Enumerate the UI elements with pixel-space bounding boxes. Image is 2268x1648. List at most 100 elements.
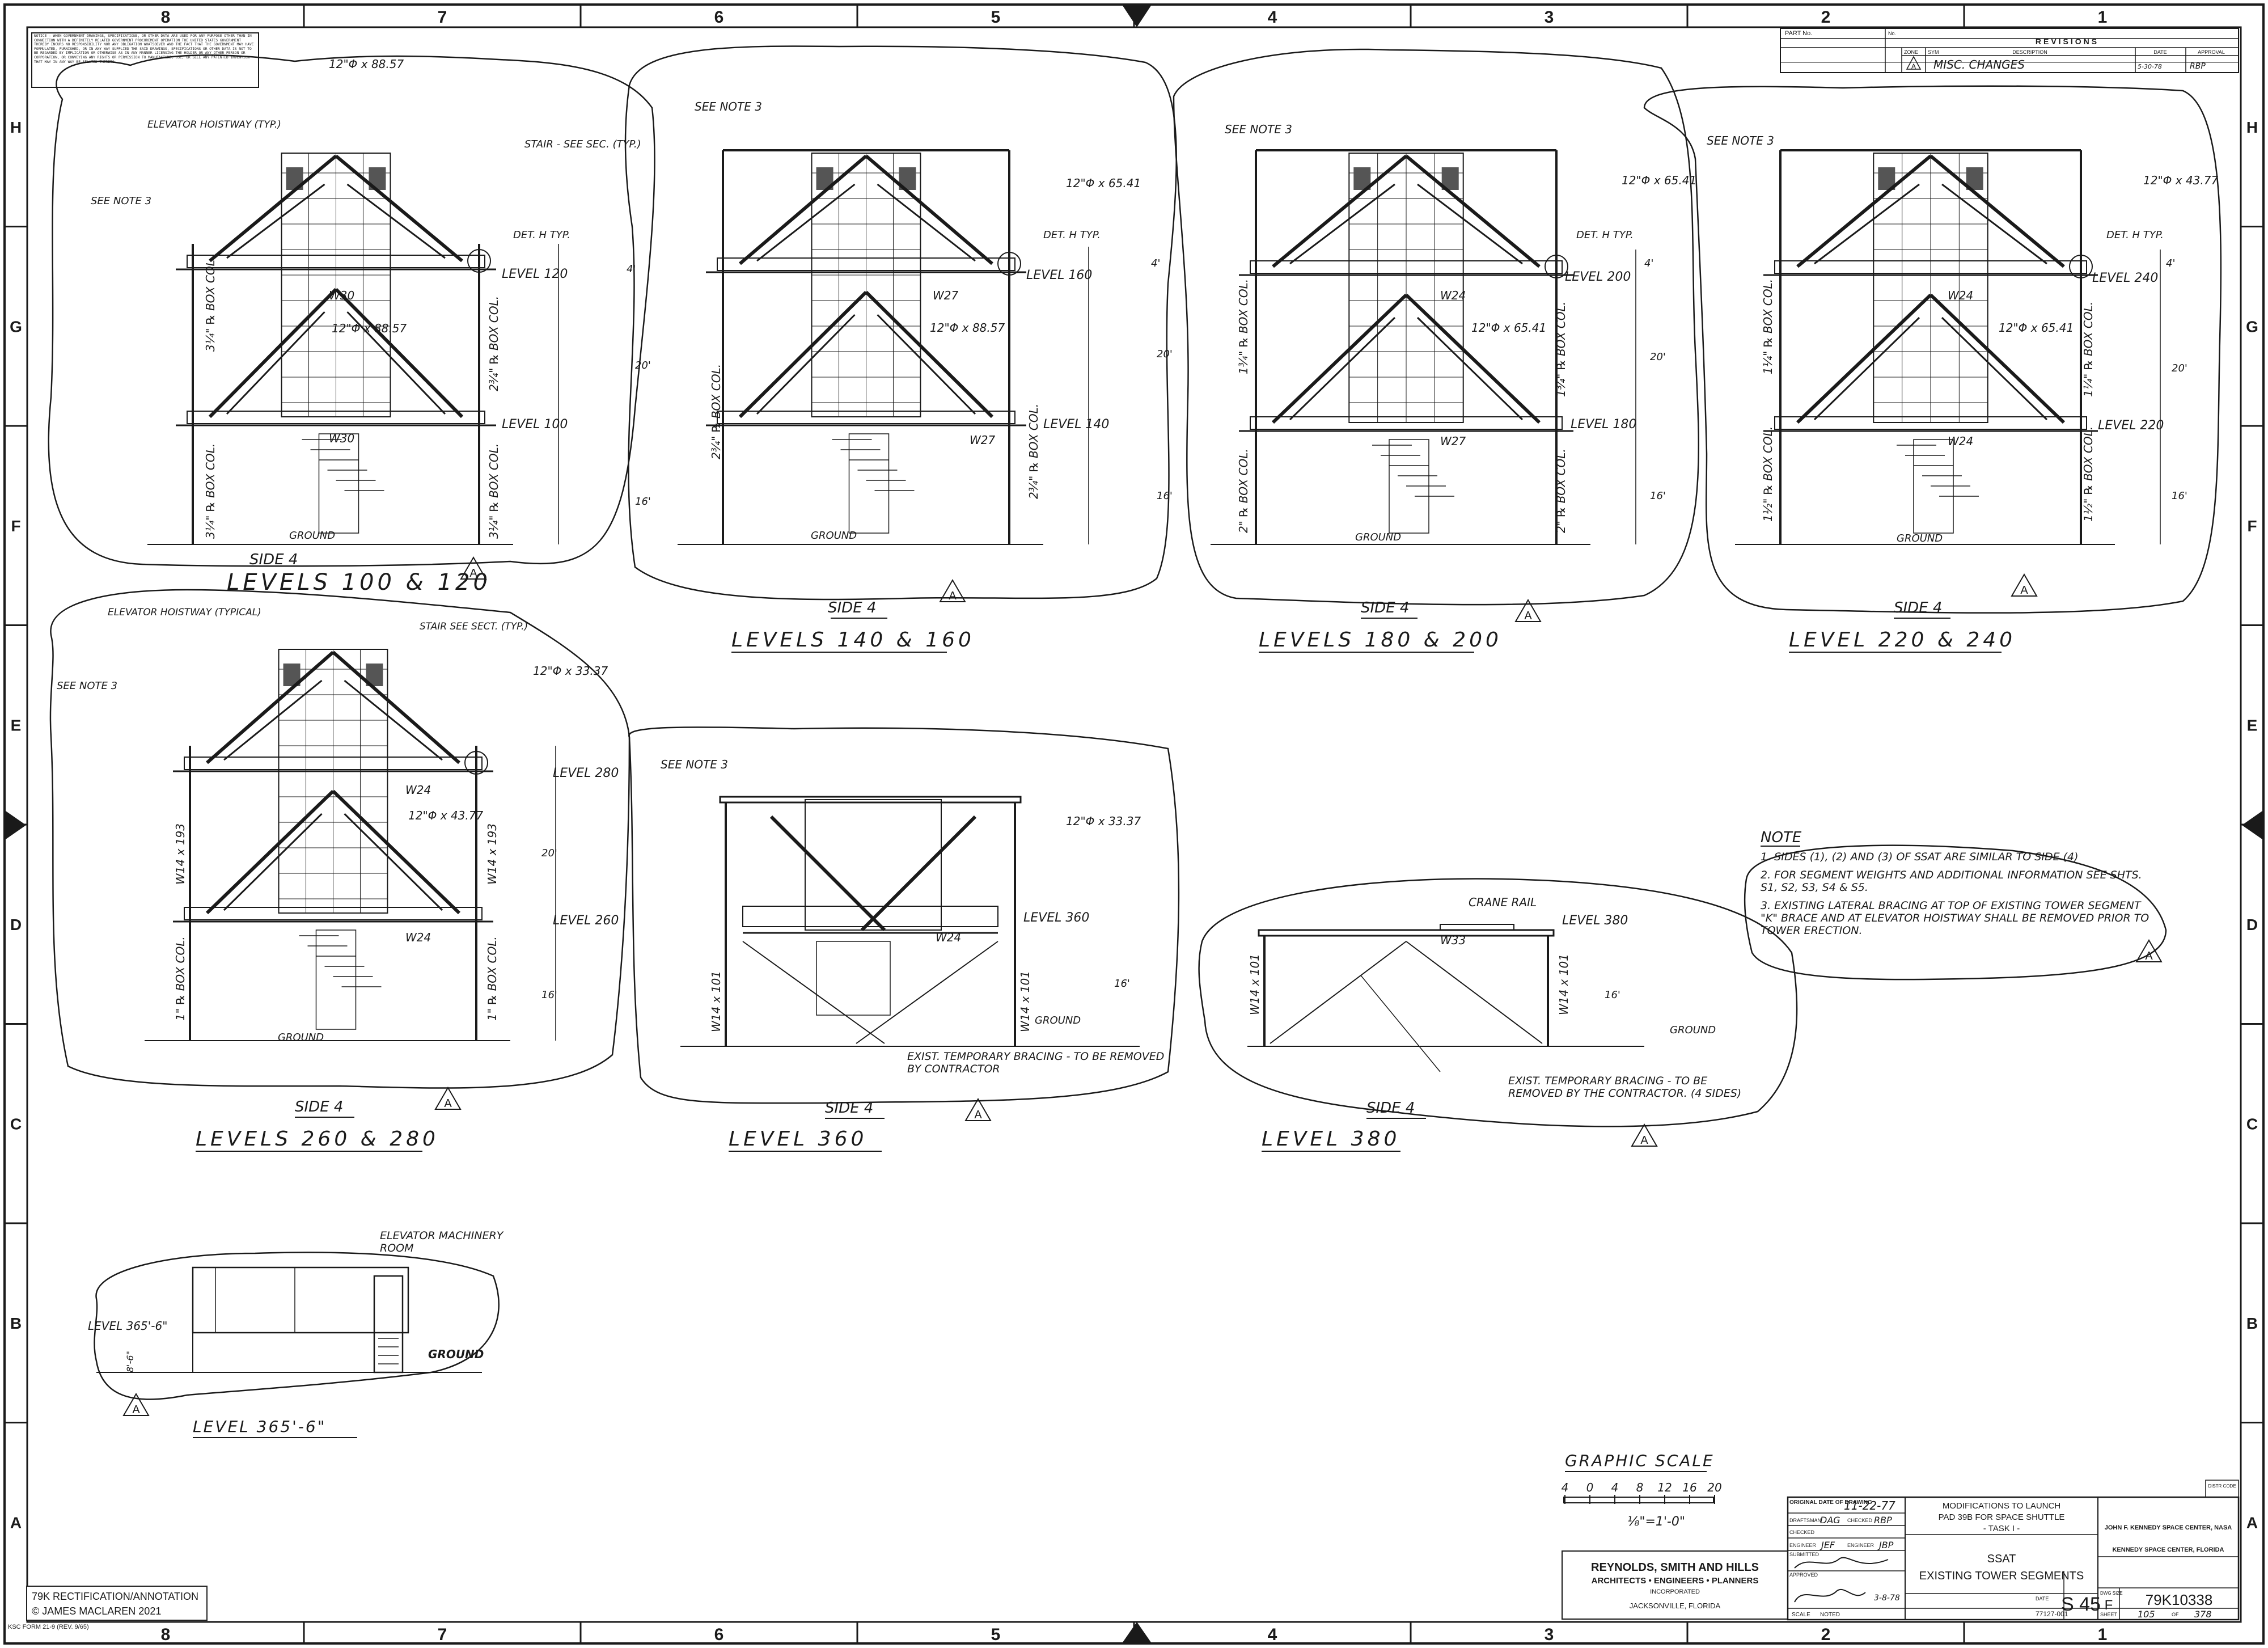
view-levels-140-160	[678, 149, 1089, 545]
v2-see-note: SEE NOTE 3	[695, 100, 762, 113]
rev-row-date: 5-30-78	[2138, 63, 2162, 70]
form-number: KSC FORM 21-9 (REV. 9/65)	[8, 1624, 89, 1630]
scale-tick-label: 4	[1562, 1481, 1569, 1494]
v1-brace-bottom: 12"Φ x 88.57	[332, 322, 407, 335]
v4-level-240: LEVEL 240	[2092, 271, 2158, 285]
crane-rail-shape	[1440, 924, 1514, 931]
frame-line	[1289, 316, 1396, 421]
v8-ground: GROUND	[428, 1347, 484, 1361]
frame-line	[332, 789, 461, 915]
rev-triangle-icon	[2135, 939, 2163, 962]
frame-line	[756, 183, 856, 262]
drawing-number: 79K10338	[2146, 1591, 2213, 1608]
v3-col-3: 1¾" ℞ BOX COL.	[1554, 302, 1568, 397]
frame-line	[1272, 154, 1407, 268]
frame-line	[344, 679, 443, 761]
cloud-levels-220-240	[1643, 85, 2222, 614]
v4-dim-20: 20'	[2172, 362, 2187, 374]
date-label-tb: DATE	[2036, 1596, 2049, 1601]
project-line-1: MODIFICATIONS TO LAUNCH	[1943, 1501, 2060, 1511]
scale-label: SCALE	[1792, 1612, 1810, 1618]
frame-rect	[1389, 439, 1429, 534]
revisions-block: PART No. No. REVISIONS ZONE SYM DESCRIPT…	[1780, 28, 2239, 73]
v1-stair-label: STAIR - SEE SEC. (TYP.)	[524, 138, 641, 150]
v4-col-1: 1¼" ℞ BOX COL.	[1761, 279, 1775, 374]
frame-line	[756, 314, 856, 415]
v1-col-3: 2¾" ℞ BOX COL.	[487, 296, 501, 391]
v2-beam-lower: W27	[970, 433, 996, 447]
rev-triangle-icon	[1631, 1123, 1658, 1147]
v4-col-2: 1½" ℞ BOX COL.	[1761, 426, 1775, 522]
v1-col-2: 3¼" ℞ BOX COL.	[204, 443, 217, 539]
v6-col-1: W14 x 101	[709, 971, 723, 1032]
submitted-signature	[1794, 1557, 1889, 1569]
v3-det-label: DET. H TYP.	[1576, 229, 1634, 241]
note-item: 1. SIDES (1), (2) AND (3) OF SSAT ARE SI…	[1761, 851, 2079, 863]
v8-title: LEVEL 365'-6"	[193, 1417, 327, 1436]
v7-crane-rail: CRANE RAIL	[1469, 895, 1537, 909]
agency-1: JOHN F. KENNEDY SPACE CENTER, NASA	[2105, 1524, 2232, 1531]
rev-triangle-letter: A	[444, 1097, 452, 1110]
dwg-size: F	[2105, 1598, 2113, 1613]
v5-col-4: 1" ℞ BOX COL.	[485, 936, 499, 1021]
v3-side: SIDE 4	[1361, 599, 1409, 616]
rev-triangle-letter: A	[974, 1109, 982, 1121]
v1-dim-4: 4'	[627, 263, 636, 275]
frame-line	[877, 183, 976, 262]
project-line-2: PAD 39B FOR SPACE SHUTTLE	[1939, 1512, 2065, 1522]
frame-line	[1813, 316, 1920, 421]
frame-line	[223, 813, 323, 911]
checked-label: CHECKED	[1847, 1518, 1873, 1523]
frame-rect	[318, 433, 359, 534]
v6-dim-16: 16'	[1114, 978, 1130, 990]
scale-tick-label: 4	[1611, 1481, 1619, 1494]
cloud-level-380	[1198, 878, 1798, 1127]
v4-col-3: 1¼" ℞ BOX COL.	[2081, 302, 2095, 397]
v4-det-label: DET. H TYP.	[2106, 229, 2164, 241]
note-item: 2. FOR SEGMENT WEIGHTS AND ADDITIONAL IN…	[1761, 869, 2142, 894]
v7-title: LEVEL 380	[1262, 1127, 1400, 1151]
notes-title: NOTE	[1761, 829, 1802, 846]
grid-col-label: 8	[161, 8, 171, 27]
frame-line	[865, 154, 993, 265]
v3-beam-lower: W27	[1440, 434, 1466, 448]
v3-col-1: 1¾" ℞ BOX COL.	[1237, 279, 1250, 374]
frame-rect	[1913, 439, 1954, 534]
view-levels-180-200	[1211, 149, 1636, 545]
graphic-scale-title: GRAPHIC SCALE	[1565, 1451, 1715, 1470]
draftsman: DAG	[1820, 1515, 1840, 1526]
scale-tick-label: 20	[1707, 1481, 1721, 1494]
detail-circle	[1545, 255, 1568, 278]
rev-row-approval: RBP	[2190, 62, 2206, 71]
v2-col-2: 2¾" ℞ BOX COL.	[1027, 404, 1040, 499]
rev-triangle-letter: A	[132, 1404, 140, 1416]
frame-line	[346, 183, 446, 259]
v5-title: LEVELS 260 & 280	[196, 1127, 439, 1151]
grid-row-label: B	[10, 1315, 22, 1332]
v4-col-4: 1½" ℞ BOX COL.	[2081, 426, 2095, 522]
view-levels-260-280	[145, 649, 556, 1041]
cloud-note-3	[1744, 844, 2167, 981]
grid-row-label: B	[2246, 1315, 2258, 1332]
v7-beam: W33	[1440, 933, 1466, 947]
engineer-label-2: ENGINEER	[1847, 1543, 1875, 1548]
v1-see-note: SEE NOTE 3	[91, 195, 151, 207]
grid-row-label: D	[10, 916, 22, 933]
scale-tick-label: 0	[1586, 1481, 1594, 1494]
center-arrow-right	[2242, 811, 2262, 839]
v4-brace-top: 12"Φ x 43.77	[2143, 174, 2218, 187]
grid-row-label: G	[2246, 318, 2258, 335]
grid-col-label: 4	[1268, 1625, 1277, 1644]
zone-label: ZONE	[1904, 49, 1918, 55]
approved-date: 3-8-78	[1874, 1594, 1900, 1603]
v2-level-140: LEVEL 140	[1043, 417, 1109, 432]
firm-block: REYNOLDS, SMITH AND HILLS ARCHITECTS • E…	[1562, 1550, 1788, 1620]
grid-row-label: C	[10, 1115, 22, 1133]
grid-row-label: E	[2247, 716, 2258, 734]
v4-level-220: LEVEL 220	[2098, 419, 2164, 433]
frame-line	[1271, 293, 1408, 424]
approval-label: APPROVAL	[2198, 49, 2225, 55]
v6-level-360: LEVEL 360	[1023, 911, 1089, 925]
rev-triangle-icon	[1514, 599, 1542, 622]
scale-value: NOTED	[1820, 1612, 1840, 1618]
